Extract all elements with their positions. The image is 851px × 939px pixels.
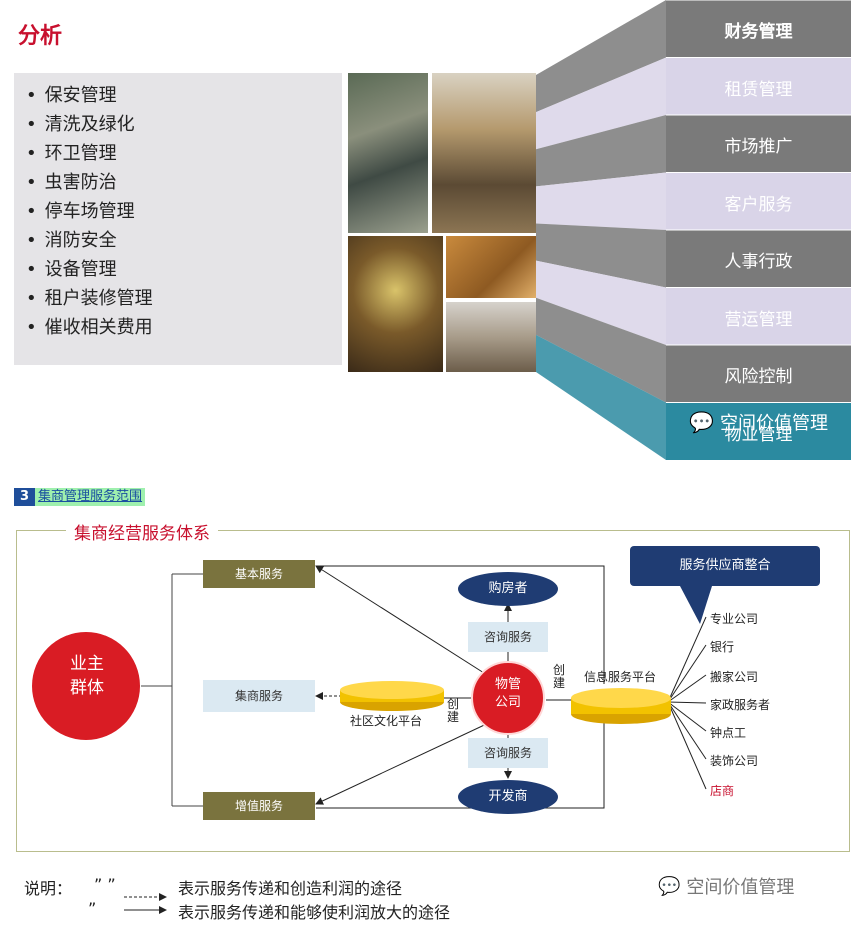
mgmt-band bbox=[666, 402, 851, 460]
mgmt-band bbox=[666, 172, 851, 230]
mgmt-item-label: 人事行政 bbox=[724, 252, 793, 272]
mgmt-band bbox=[666, 287, 851, 345]
supplier-item: 店商 bbox=[710, 784, 735, 798]
mgmt-item-label: 风险控制 bbox=[724, 367, 793, 387]
service-item: 消防安全 bbox=[26, 226, 153, 255]
watermark-top: 💬 空间价值管理 bbox=[666, 404, 851, 440]
mgmt-band bbox=[666, 57, 851, 115]
fan-band bbox=[536, 223, 666, 288]
analysis-title: 分析 bbox=[18, 24, 63, 49]
jishang-service-box: 集商服务 bbox=[203, 680, 315, 712]
fan-band bbox=[536, 334, 666, 460]
management-fan-graphic bbox=[536, 0, 851, 460]
notes-line2-text: 表示服务传递和能够使利润放大的途径 bbox=[178, 903, 451, 922]
supplier-item: 专业公司 bbox=[710, 612, 759, 626]
fan-band bbox=[536, 0, 666, 113]
supplier-item: 家政服务者 bbox=[710, 698, 771, 712]
supplier-integration-callout: 服务供应商整合 bbox=[630, 546, 820, 586]
section-title-link[interactable]: 集商管理服务范围 bbox=[35, 488, 146, 506]
notes-label: 说明： bbox=[24, 879, 73, 898]
mgmt-item-label: 租赁管理 bbox=[724, 79, 793, 100]
service-item: 催收相关费用 bbox=[26, 313, 153, 342]
notes-line1-text: 表示服务传递和创造利润的途径 bbox=[178, 879, 403, 898]
notes-line1-quotes: ” ” bbox=[94, 875, 116, 894]
developer-ellipse: 开发商 bbox=[458, 780, 558, 814]
buyer-ellipse: 购房者 bbox=[458, 572, 558, 606]
fan-band bbox=[536, 260, 666, 345]
community-platform-label: 社区文化平台 bbox=[350, 714, 423, 728]
supplier-item: 搬家公司 bbox=[710, 670, 759, 684]
consult-service-bottom-box: 咨询服务 bbox=[468, 738, 548, 768]
section-number: 3 bbox=[14, 488, 36, 506]
mgmt-item-label: 客户服务 bbox=[724, 194, 793, 215]
value-added-service-box: 增值服务 bbox=[203, 792, 315, 820]
service-item: 保安管理 bbox=[26, 81, 153, 110]
service-item: 虫害防治 bbox=[26, 168, 153, 197]
service-item: 设备管理 bbox=[26, 255, 153, 284]
services-list: 保安管理清洗及绿化环卫管理虫害防治停车场管理消防安全设备管理租户装修管理催收相关… bbox=[26, 81, 153, 342]
service-item: 租户装修管理 bbox=[26, 284, 153, 313]
fan-band bbox=[536, 115, 666, 187]
basic-service-box: 基本服务 bbox=[203, 560, 315, 588]
diagram-frame bbox=[16, 530, 850, 852]
watermark-bottom: 💬 空间价值管理 bbox=[658, 873, 794, 899]
mall-atrium-photo-1 bbox=[348, 73, 428, 233]
property-co-label: 物管 公司 bbox=[494, 677, 521, 710]
watermark-bottom-text: 空间价值管理 bbox=[686, 877, 795, 898]
watermark-top-text: 空间价值管理 bbox=[719, 413, 828, 434]
service-item: 清洗及绿化 bbox=[26, 110, 153, 139]
services-panel: 保安管理清洗及绿化环卫管理虫害防治停车场管理消防安全设备管理租户装修管理催收相关… bbox=[14, 73, 342, 365]
supplier-item: 装饰公司 bbox=[710, 754, 759, 768]
mall-atrium-photo-2 bbox=[432, 73, 536, 233]
mall-atrium-photo-5 bbox=[446, 302, 536, 372]
mgmt-band bbox=[666, 230, 851, 288]
supplier-item: 钟点工 bbox=[710, 726, 747, 740]
mall-atrium-photo-4 bbox=[446, 236, 536, 298]
community-platform-disc bbox=[340, 681, 444, 699]
owner-label: 业主 群体 bbox=[70, 654, 104, 698]
fan-band bbox=[536, 297, 666, 403]
info-platform-label: 信息服务平台 bbox=[584, 670, 657, 684]
create-right-label: 创建 bbox=[553, 663, 566, 690]
create-left-label: 创建 bbox=[447, 697, 460, 724]
consult-service-top-box: 咨询服务 bbox=[468, 622, 548, 652]
info-platform-disc bbox=[571, 688, 671, 708]
mall-atrium-photo-3 bbox=[348, 236, 443, 372]
mgmt-item-label: 财务管理 bbox=[724, 22, 793, 42]
mgmt-item-label: 市场推广 bbox=[724, 137, 793, 157]
service-item: 环卫管理 bbox=[26, 139, 153, 168]
owner-circle bbox=[32, 632, 140, 740]
wechat-icon: 💬 bbox=[658, 875, 681, 897]
notes-line2-quote: ” bbox=[88, 899, 97, 918]
mgmt-band bbox=[666, 345, 851, 403]
fan-band bbox=[536, 172, 666, 230]
fan-band bbox=[536, 57, 666, 150]
section-header: 3 集商管理服务范围 bbox=[14, 488, 146, 506]
service-item: 停车场管理 bbox=[26, 197, 153, 226]
supplier-item: 银行 bbox=[710, 640, 735, 654]
diagram-title: 集商经营服务体系 bbox=[66, 519, 218, 544]
mgmt-band bbox=[666, 115, 851, 173]
wechat-icon: 💬 bbox=[689, 410, 714, 434]
mgmt-item-label: 物业管理 bbox=[724, 424, 793, 445]
mgmt-item-label: 营运管理 bbox=[724, 309, 793, 330]
mgmt-band bbox=[666, 0, 851, 58]
property-co-circle bbox=[471, 661, 545, 735]
